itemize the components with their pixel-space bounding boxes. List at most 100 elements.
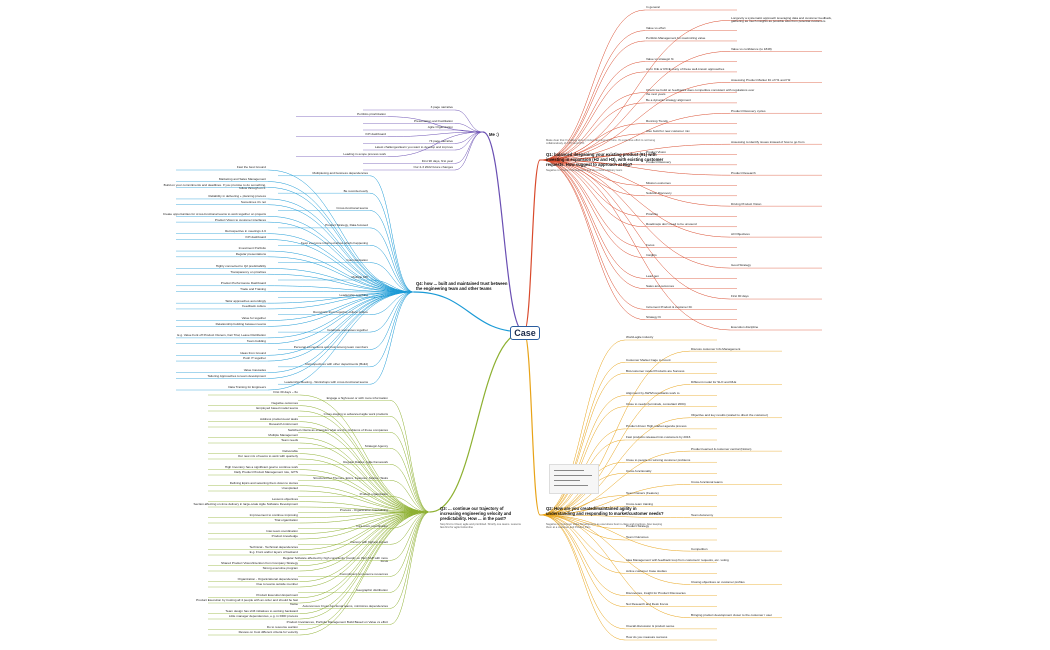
topic-node[interactable]: Execution discipline — [731, 325, 759, 330]
topic-node[interactable]: Highly connected to Q2 predictability — [215, 263, 266, 268]
topic-node[interactable]: Closing objectives on customer profiles — [691, 579, 745, 584]
topic-node[interactable]: Reliability in delivering + planning pro… — [208, 194, 266, 199]
topic-node[interactable]: Value Cascades — [243, 368, 266, 373]
topic-node[interactable]: Strategy fit — [646, 315, 661, 320]
branch-label[interactable]: Me :) — [489, 132, 499, 137]
topic-node[interactable]: Product Discovery — [646, 160, 672, 165]
topic-node[interactable]: Good Strategy — [731, 263, 751, 268]
topic-node[interactable]: Assessing to identify issues instead of … — [731, 139, 805, 144]
topic-node[interactable]: Our new mix of teams to work with quarte… — [237, 454, 298, 459]
topic-node[interactable]: Retrospectives with other departments (B… — [305, 362, 368, 367]
topic-node[interactable]: Leadership coaching — [339, 292, 368, 297]
topic-node[interactable]: Research-Instrument — [269, 422, 298, 427]
topic-node[interactable]: Value vs strategic fit — [646, 57, 674, 61]
topic-node[interactable]: Increment Product & customer Fit — [646, 304, 693, 309]
topic-node[interactable]: KPI dashboard — [365, 132, 386, 137]
topic-node[interactable]: Daily Product Product Management role, G… — [234, 470, 298, 475]
topic-node[interactable]: Mission outcomes — [646, 180, 671, 185]
topic-node[interactable]: Product Execution Experiment — [256, 593, 298, 598]
topic-node[interactable]: Roadmaps don't need to be unsound — [646, 222, 697, 227]
topic-node[interactable]: Product organization — [359, 491, 388, 496]
topic-node[interactable]: Portfolio prioritization — [357, 112, 386, 117]
topic-node[interactable]: Driving Product Vision — [731, 201, 762, 206]
topic-node[interactable]: Team Outcomes — [626, 535, 649, 540]
topic-node[interactable]: Cross-functionality — [626, 468, 652, 473]
topic-node[interactable]: Communication — [346, 258, 369, 263]
topic-node[interactable]: Close to needs (terminals, consultant 20… — [626, 402, 686, 407]
topic-node[interactable]: Tailor approaches accordingly — [225, 298, 266, 303]
topic-node[interactable]: Regular Dailies, Agile framework — [343, 459, 388, 464]
topic-node[interactable]: Sometimes it's not — [240, 200, 266, 205]
topic-node[interactable]: Push IT together — [243, 356, 266, 361]
topic-node[interactable]: Product Discovery cycles — [731, 108, 766, 113]
topic-node[interactable]: Discoveries, Insight for Product Discove… — [626, 590, 686, 595]
topic-node[interactable]: Bid-customer model Products are Success — [626, 368, 685, 373]
topic-node[interactable]: Competition — [691, 546, 708, 551]
topic-node[interactable]: Technical - Technical dependencies — [249, 545, 298, 550]
topic-node[interactable]: Be a dynamic strategy alignment — [646, 98, 691, 103]
topic-node[interactable]: Cross-functional teams — [336, 205, 368, 210]
topic-node[interactable]: Agile Organization — [427, 125, 453, 130]
topic-node[interactable]: Solution Discovery — [646, 191, 672, 196]
topic-node[interactable]: Latest challenges/learn you want to deve… — [374, 145, 453, 150]
topic-node[interactable]: Leading in-scope process work — [343, 152, 386, 157]
topic-node[interactable]: In general — [646, 5, 660, 10]
topic-node[interactable]: Multiple KPI — [351, 275, 368, 280]
topic-node[interactable]: All Objectives — [731, 232, 750, 237]
topic-node[interactable]: High Inventory has a significant goal to… — [224, 465, 298, 470]
topic-node[interactable]: Marketing and Sales Management — [218, 176, 266, 181]
topic-node[interactable]: Feedback culture — [242, 304, 266, 309]
topic-node[interactable]: Engage a high-level or with more informa… — [326, 395, 388, 400]
topic-node[interactable]: Team Autonomy — [691, 513, 714, 518]
topic-node[interactable]: E.g. Front and/or layers of backend — [249, 550, 298, 555]
topic-node[interactable]: Team design has shift initiatives to wor… — [225, 609, 298, 614]
topic-node[interactable]: Tailoring Approaches to team development — [207, 373, 266, 378]
topic-node[interactable]: Multiplexing and business dependencies — [312, 171, 368, 176]
topic-node[interactable]: Our 2-3 2022 future changes — [413, 165, 453, 170]
branch-note[interactable]: Negative to Product Management and the p… — [546, 169, 623, 172]
topic-node[interactable]: First 90 days, first year — [421, 158, 453, 163]
topic-node[interactable]: Product Strategy — [626, 524, 650, 529]
topic-node[interactable]: Trial organization — [274, 518, 298, 523]
topic-node[interactable]: Lead gen — [646, 273, 659, 278]
topic-node[interactable]: Value vs effort — [646, 26, 666, 31]
topic-node[interactable]: Celebrate successes together — [327, 327, 368, 332]
topic-node[interactable]: Customer Market Cage to Count — [626, 357, 671, 362]
topic-node[interactable]: Alignment by AWS/Consultants work to — [626, 390, 680, 395]
topic-node[interactable]: Retrospective in meetings 4-6 — [225, 229, 266, 234]
topic-node[interactable]: Product Vision to customer interfaces — [214, 217, 266, 222]
topic-node[interactable]: Do to resource auction — [266, 625, 298, 630]
branch-label[interactable]: Q4: how ... built and maintained trust b… — [416, 281, 508, 291]
topic-node[interactable]: Discuss customer Info Management — [691, 346, 741, 351]
topic-node[interactable]: Due to teams outside member — [256, 582, 298, 587]
topic-node[interactable]: Portfolio Management for maximizing valu… — [646, 36, 706, 41]
topic-node[interactable]: Trade and Training — [240, 286, 266, 291]
topic-node[interactable]: Employed based model teams — [256, 406, 298, 411]
topic-node[interactable]: Overall discussion & product sense — [626, 624, 675, 629]
topic-node[interactable]: Cross-team training — [626, 502, 653, 507]
topic-node[interactable]: Fast products released into customers by… — [626, 435, 691, 440]
topic-node[interactable]: Defining Epics and selecting them down t… — [229, 481, 298, 486]
topic-node[interactable]: Assessing Product Market Fit of H1 and H… — [731, 77, 791, 82]
topic-node[interactable]: Relationship building between teams — [215, 321, 266, 326]
topic-node[interactable]: Unexploited — [281, 486, 298, 491]
topic-node[interactable]: First 90 days — [731, 294, 749, 299]
topic-node[interactable]: Ideas from Ground — [240, 350, 266, 355]
topic-node[interactable]: Recognize them together culture culture — [313, 310, 368, 315]
topic-node[interactable]: Focus — [646, 242, 655, 247]
topic-node[interactable]: Leadership Meeting - Workshops with cros… — [284, 379, 368, 384]
topic-node[interactable]: Check we build on feedbacks does competi… — [646, 87, 755, 96]
topic-node[interactable]: Review on Cost different criteria for ve… — [238, 630, 298, 635]
topic-node[interactable]: E.g. Value Fork off Product Owners, Fair… — [177, 333, 266, 338]
topic-node[interactable]: Product learned & customer central (Noti… — [691, 446, 752, 451]
topic-node[interactable]: As in ICE or RICE many of these well-kno… — [646, 67, 725, 72]
topic-node[interactable]: Deliverable — [282, 449, 298, 454]
topic-node[interactable]: Commitment to resource resources — [339, 571, 388, 576]
topic-node[interactable]: Presentation and Facilitation — [413, 118, 453, 123]
topic-node[interactable]: Running Trends — [646, 118, 668, 123]
topic-node[interactable]: Objective and key results (scaled to dir… — [691, 413, 769, 418]
topic-node[interactable]: Shared Product Vision/Intention from Com… — [221, 561, 298, 566]
topic-node[interactable]: Little manager dependencies, e.g. in DDD… — [228, 614, 298, 619]
topic-node[interactable]: Also build for new customer mix — [646, 129, 690, 134]
central-topic[interactable]: Case — [510, 326, 540, 340]
